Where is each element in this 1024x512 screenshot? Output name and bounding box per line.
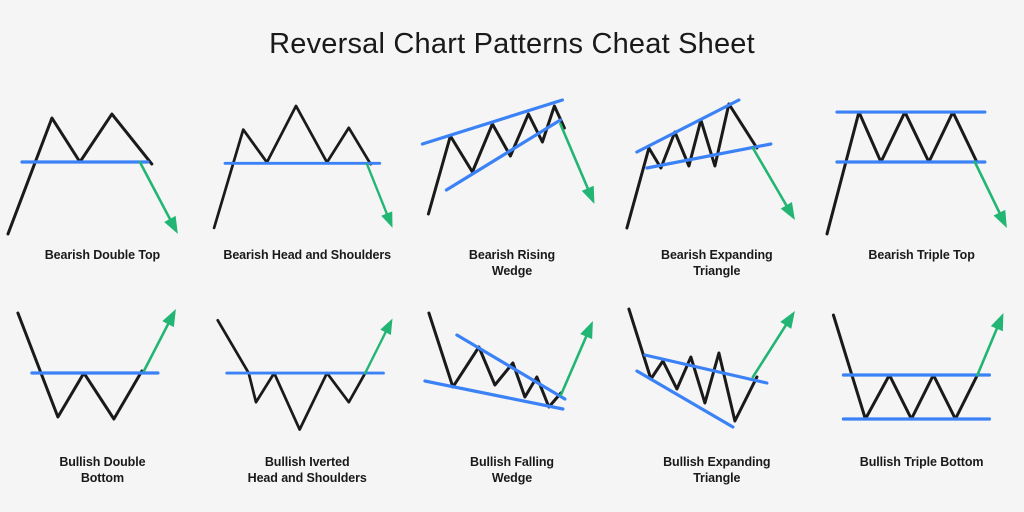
pattern-cell-5[interactable]: Bullish Double Bottom	[0, 299, 205, 512]
price-line	[426, 104, 566, 216]
pattern-label-1: Bearish Head and Shoulders	[223, 248, 391, 262]
trendline-lower-support	[645, 142, 773, 170]
price-line	[825, 110, 979, 236]
pattern-label-4: Bearish Triple Top	[868, 248, 975, 262]
breakout-arrow	[559, 321, 593, 397]
arrow-shaft	[976, 324, 1000, 377]
pattern-label-2: Bearish Rising Wedge	[468, 248, 556, 278]
arrow-head-icon	[991, 313, 1004, 332]
arrow-shaft	[973, 160, 1003, 217]
pattern-cell-4[interactable]: Bearish Triple Top	[819, 86, 1024, 299]
price-line	[426, 311, 562, 409]
pattern-art-7	[422, 311, 593, 411]
pattern-label-8: Bullish Expanding Triangle	[663, 455, 771, 485]
pattern-label-5: Bullish Double Bottom	[59, 455, 146, 485]
page-title: Reversal Chart Patterns Cheat Sheet	[269, 28, 755, 60]
trendline-upper-resistance	[454, 333, 567, 401]
pattern-label-3: Bearish Expanding Triangle	[661, 248, 773, 278]
pattern-label-0: Bearish Double Top	[44, 248, 161, 262]
breakout-arrow	[976, 313, 1004, 377]
pattern-cell-6[interactable]: Bullish Iverted Head and Shoulders	[205, 299, 410, 512]
arrow-shaft	[142, 320, 171, 373]
breakout-arrow	[558, 122, 594, 204]
pattern-art-3	[625, 98, 796, 230]
arrow-shaft	[751, 146, 790, 210]
price-line	[627, 307, 759, 423]
breakout-arrow	[751, 311, 796, 379]
trendline-lower-support	[422, 379, 565, 411]
arrow-shaft	[559, 332, 589, 397]
arrow-shaft	[365, 162, 389, 218]
price-line	[832, 313, 980, 421]
pattern-cell-2[interactable]: Bearish Rising Wedge	[410, 86, 615, 299]
pattern-cell-0[interactable]: Bearish Double Top	[0, 86, 205, 299]
trendline-upper-resistance	[420, 98, 564, 146]
pattern-art-6	[216, 318, 393, 431]
pattern-cell-8[interactable]: Bullish Expanding Triangle	[614, 299, 819, 512]
price-line	[216, 318, 367, 431]
pattern-label-7: Bullish Falling Wedge	[470, 455, 554, 485]
arrow-head-icon	[993, 209, 1008, 228]
arrow-shaft	[138, 160, 173, 223]
breakout-arrow	[142, 309, 176, 373]
pattern-cell-9[interactable]: Bullish Triple Bottom	[819, 299, 1024, 512]
price-line	[625, 102, 759, 230]
trendline-upper-resistance	[635, 98, 741, 154]
pattern-art-8	[627, 307, 796, 429]
price-line	[16, 311, 144, 421]
arrow-head-icon	[581, 185, 594, 204]
arrow-head-icon	[380, 318, 393, 335]
pattern-label-9: Bullish Triple Bottom	[859, 455, 984, 469]
pattern-art-1	[212, 104, 393, 230]
pattern-art-5	[16, 309, 176, 421]
arrow-head-icon	[579, 321, 593, 340]
arrow-shaft	[363, 328, 388, 375]
pattern-label-6: Bullish Iverted Head and Shoulders	[247, 455, 367, 485]
pattern-art-4	[825, 110, 1008, 236]
pattern-grid: Bearish Double Top Bearish Head and Shou…	[0, 86, 1024, 512]
arrow-head-icon	[381, 211, 393, 228]
arrow-shaft	[558, 122, 590, 193]
pattern-art-9	[832, 313, 1004, 421]
breakout-arrow	[365, 162, 393, 228]
pattern-cell-7[interactable]: Bullish Falling Wedge	[410, 299, 615, 512]
price-line	[212, 104, 372, 230]
price-line	[6, 112, 154, 236]
arrow-head-icon	[162, 309, 176, 328]
breakout-arrow	[138, 160, 178, 234]
pattern-cell-3[interactable]: Bearish Expanding Triangle	[614, 86, 819, 299]
arrow-head-icon	[164, 215, 178, 234]
trendline-lower-support	[444, 118, 562, 192]
arrow-shaft	[751, 321, 790, 379]
arrow-head-icon	[780, 311, 796, 329]
breakout-arrow	[751, 146, 796, 220]
pattern-cell-1[interactable]: Bearish Head and Shoulders	[205, 86, 410, 299]
pattern-art-2	[420, 98, 594, 216]
breakout-arrow	[363, 318, 393, 375]
breakout-arrow	[973, 160, 1008, 228]
trendline-lower-support	[635, 369, 735, 429]
pattern-art-0	[6, 112, 178, 236]
arrow-head-icon	[781, 202, 796, 220]
trendline-upper-resistance	[643, 353, 769, 385]
